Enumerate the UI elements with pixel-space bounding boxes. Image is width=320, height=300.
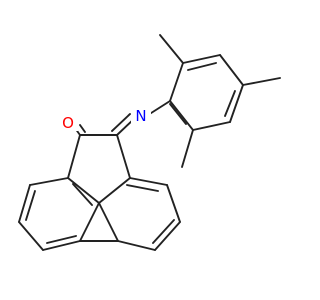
molecule-canvas: O N [18, 34, 281, 251]
bond-methyl-ortho-top [159, 34, 184, 64]
bond-n-aryl [147, 100, 171, 116]
bond-imine-b [111, 113, 131, 132]
bond-naph-2d [25, 190, 36, 221]
nitrogen-label-background [131, 106, 151, 124]
bond-naph-2 [18, 184, 31, 223]
bond-naph-9 [117, 240, 156, 251]
bond-naph-8 [154, 221, 181, 251]
bond-naph-5 [79, 202, 100, 242]
bond-aryl-6 [169, 100, 194, 131]
bond-naph-3 [18, 221, 44, 251]
bonds [18, 34, 281, 251]
bond-naph-4 [42, 240, 81, 251]
molecule-structure-diagram: O N [18, 34, 281, 251]
bond-c8b-c8a [98, 177, 131, 204]
bond-naph-1 [29, 177, 69, 186]
bond-c1-c2a [67, 134, 81, 179]
bond-methyl-para [242, 77, 281, 86]
bond-naph-4d [46, 235, 77, 244]
bond-c2-c8b [116, 134, 131, 179]
bond-carbonyl-b [79, 124, 86, 133]
bond-naph-10 [98, 202, 119, 242]
bond-aryl-5 [192, 121, 231, 131]
oxygen-label-background [58, 113, 78, 131]
bond-aryl-2d [187, 62, 217, 71]
bond-naph-7 [166, 184, 181, 223]
bond-aryl-2 [182, 54, 221, 64]
oxygen-atom-label: O [62, 114, 74, 132]
bond-naph-6d [126, 184, 159, 192]
bond-c2a-c8a [67, 177, 100, 204]
bond-naph-5d [72, 183, 93, 206]
bond-naph-8d [152, 219, 175, 244]
bond-aryl-6d [169, 103, 187, 125]
bond-aryl-3 [219, 54, 244, 86]
bond-aryl-1 [169, 62, 184, 102]
nitrogen-atom-label: N [135, 107, 146, 125]
bond-aryl-4 [229, 84, 244, 123]
bond-naph-6 [129, 177, 168, 186]
bond-methyl-ortho-bottom [181, 129, 194, 168]
bond-aryl-4d [224, 90, 236, 117]
atom-labels: O N [58, 106, 151, 132]
